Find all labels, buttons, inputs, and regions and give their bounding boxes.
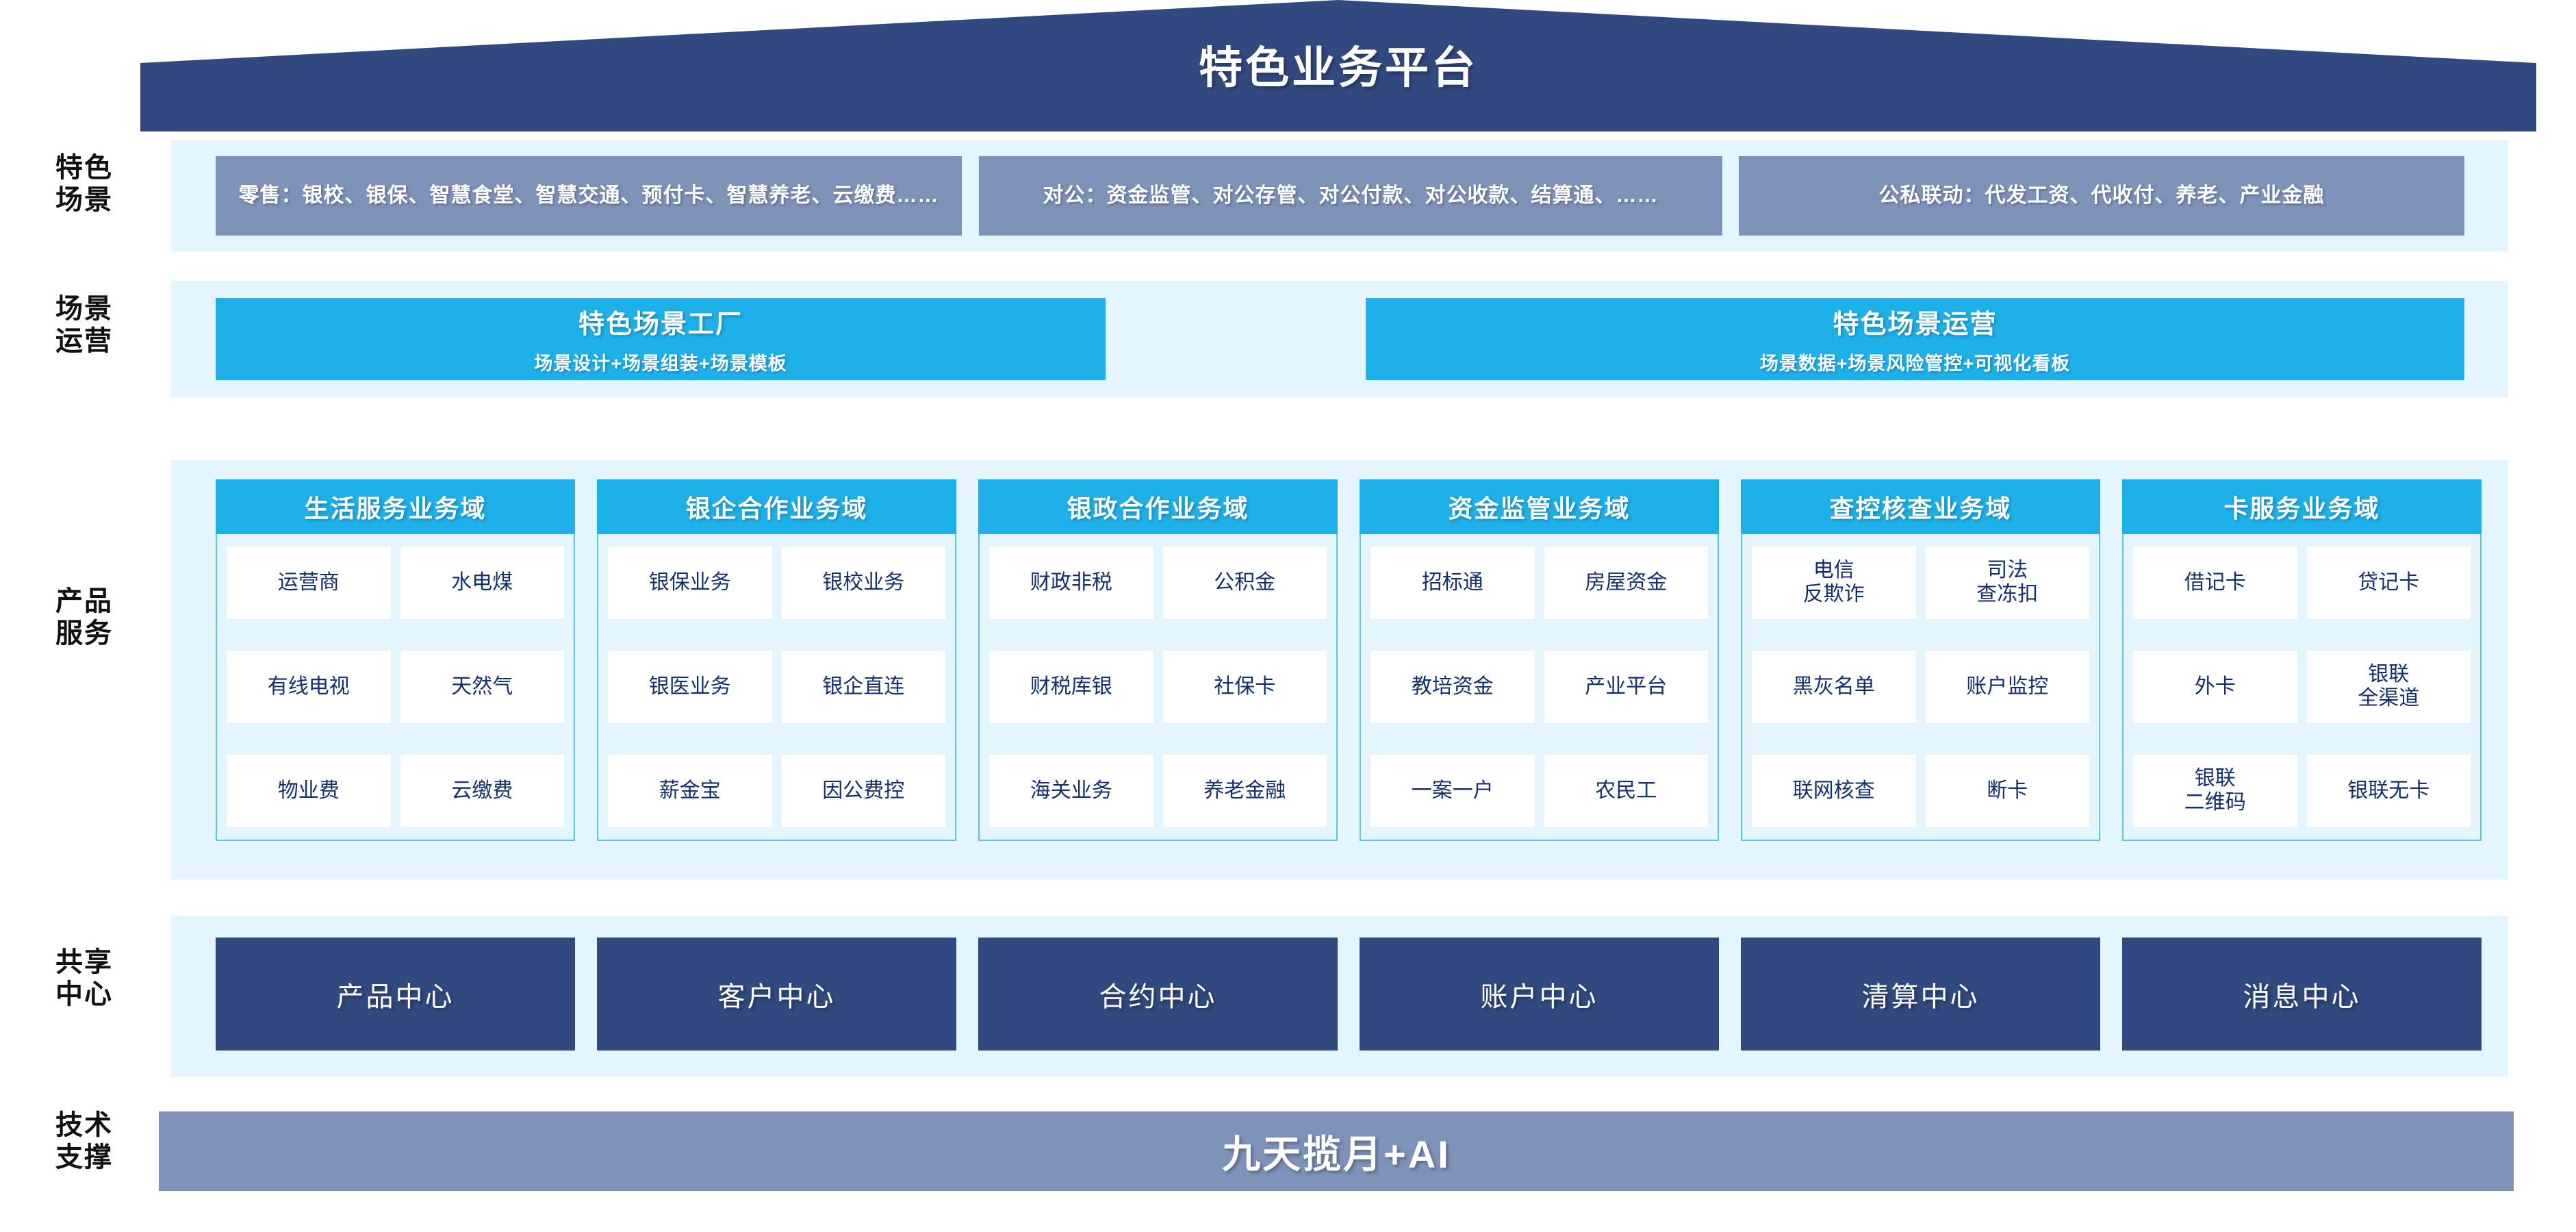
- product-row: 银医业务 银企直连: [608, 651, 945, 723]
- row-label-scenarios: 特色 场景: [55, 153, 113, 216]
- operation-title: 特色场景工厂: [578, 310, 743, 339]
- product-cell[interactable]: 薪金宝: [608, 755, 772, 827]
- product-row: 银保业务 银校业务: [608, 546, 945, 619]
- product-row: 一案一户 农民工: [1370, 755, 1708, 827]
- product-cell[interactable]: 财税库银: [989, 651, 1153, 723]
- scenario-box-corporate[interactable]: 对公：资金监管、对公存管、对公付款、对公收款、结算通、……: [979, 156, 1722, 236]
- product-column-body: 银保业务 银校业务 银医业务 银企直连 薪金宝 因公费控: [597, 534, 956, 841]
- product-row: 黑灰名单 账户监控: [1752, 651, 2089, 723]
- shared-center-account[interactable]: 账户中心: [1360, 938, 1719, 1051]
- product-column-investigation[interactable]: 查控核查业务域 电信 反欺诈 司法 查冻扣 黑灰名单 账户监控 联网核查 断卡: [1741, 479, 2100, 841]
- product-cell[interactable]: 贷记卡: [2306, 546, 2471, 619]
- shared-center-contract[interactable]: 合约中心: [978, 938, 1338, 1051]
- product-cell[interactable]: 银联 二维码: [2133, 755, 2297, 827]
- product-column-body: 招标通 房屋资金 教培资金 产业平台 一案一户 农民工: [1360, 534, 1719, 841]
- product-cell[interactable]: 有线电视: [227, 651, 391, 723]
- product-cell[interactable]: 账户监控: [1925, 651, 2089, 723]
- product-cell[interactable]: 银医业务: [608, 651, 772, 723]
- product-cell[interactable]: 养老金融: [1162, 755, 1327, 827]
- product-cell[interactable]: 物业费: [227, 755, 391, 827]
- product-column-bank-enterprise[interactable]: 银企合作业务域 银保业务 银校业务 银医业务 银企直连 薪金宝 因公费控: [597, 479, 956, 841]
- operation-subtitle: 场景设计+场景组装+场景模板: [534, 353, 787, 374]
- product-column-header: 生活服务业务域: [216, 479, 575, 534]
- product-cell[interactable]: 运营商: [227, 546, 391, 619]
- product-row: 电信 反欺诈 司法 查冻扣: [1752, 546, 2089, 619]
- product-cell[interactable]: 财政非税: [989, 546, 1153, 619]
- product-cell[interactable]: 农民工: [1544, 755, 1708, 827]
- operation-subtitle: 场景数据+场景风险管控+可视化看板: [1759, 353, 2071, 374]
- product-cell[interactable]: 银企直连: [781, 651, 945, 723]
- operation-box-scene-operations[interactable]: 特色场景运营 场景数据+场景风险管控+可视化看板: [1366, 298, 2464, 380]
- operation-box-scene-factory[interactable]: 特色场景工厂 场景设计+场景组装+场景模板: [216, 298, 1106, 380]
- product-column-header: 资金监管业务域: [1360, 479, 1719, 534]
- product-cell[interactable]: 产业平台: [1544, 651, 1708, 723]
- product-cell[interactable]: 联网核查: [1752, 755, 1916, 827]
- shared-center-customer[interactable]: 客户中心: [597, 938, 956, 1051]
- product-row: 教培资金 产业平台: [1370, 651, 1708, 723]
- shared-center-clearing[interactable]: 清算中心: [1741, 938, 2100, 1051]
- product-row: 物业费 云缴费: [227, 755, 564, 827]
- product-row: 外卡 银联 全渠道: [2133, 651, 2471, 723]
- row-label-tech-support: 技术 支撑: [55, 1110, 113, 1173]
- shared-center-message[interactable]: 消息中心: [2122, 938, 2482, 1051]
- product-row: 银联 二维码 银联无卡: [2133, 755, 2471, 827]
- tech-support-bar[interactable]: 九天揽月+AI: [159, 1111, 2514, 1191]
- platform-roof: 特色业务平台: [140, 0, 2536, 137]
- product-cell[interactable]: 教培资金: [1370, 651, 1535, 723]
- product-cell[interactable]: 银保业务: [608, 546, 772, 619]
- product-column-body: 财政非税 公积金 财税库银 社保卡 海关业务 养老金融: [978, 534, 1338, 841]
- product-cell[interactable]: 银联无卡: [2306, 755, 2471, 827]
- product-cell[interactable]: 公积金: [1162, 546, 1327, 619]
- product-row: 财政非税 公积金: [989, 546, 1327, 619]
- product-cell[interactable]: 借记卡: [2133, 546, 2297, 619]
- product-row: 借记卡 贷记卡: [2133, 546, 2471, 619]
- product-cell[interactable]: 房屋资金: [1544, 546, 1708, 619]
- product-cell[interactable]: 社保卡: [1162, 651, 1327, 723]
- product-row: 有线电视 天然气: [227, 651, 564, 723]
- product-column-bank-government[interactable]: 银政合作业务域 财政非税 公积金 财税库银 社保卡 海关业务 养老金融: [978, 479, 1338, 841]
- product-column-card-service[interactable]: 卡服务业务域 借记卡 贷记卡 外卡 银联 全渠道 银联 二维码 银联无卡: [2122, 479, 2482, 841]
- product-cell[interactable]: 外卡: [2133, 651, 2297, 723]
- product-column-header: 查控核查业务域: [1741, 479, 2100, 534]
- product-column-header: 银政合作业务域: [978, 479, 1338, 534]
- product-column-body: 电信 反欺诈 司法 查冻扣 黑灰名单 账户监控 联网核查 断卡: [1741, 534, 2100, 841]
- row-label-shared-centers: 共享 中心: [55, 947, 113, 1010]
- product-cell[interactable]: 云缴费: [400, 755, 564, 827]
- product-row: 财税库银 社保卡: [989, 651, 1327, 723]
- operation-title: 特色场景运营: [1833, 310, 1998, 339]
- product-row: 运营商 水电煤: [227, 546, 564, 619]
- product-row: 联网核查 断卡: [1752, 755, 2089, 827]
- product-cell[interactable]: 水电煤: [400, 546, 564, 619]
- product-cell[interactable]: 银校业务: [781, 546, 945, 619]
- product-cell[interactable]: 招标通: [1370, 546, 1535, 619]
- product-column-body: 运营商 水电煤 有线电视 天然气 物业费 云缴费: [216, 534, 575, 841]
- product-cell[interactable]: 司法 查冻扣: [1925, 546, 2089, 619]
- page-title: 特色业务平台: [1199, 43, 1478, 92]
- row-label-products: 产品 服务: [55, 586, 113, 649]
- product-cell[interactable]: 一案一户: [1370, 755, 1535, 827]
- shared-center-product[interactable]: 产品中心: [216, 938, 575, 1051]
- roof-shape: [140, 0, 2536, 131]
- product-cell[interactable]: 海关业务: [989, 755, 1153, 827]
- product-row: 薪金宝 因公费控: [608, 755, 945, 827]
- product-cell[interactable]: 天然气: [400, 651, 564, 723]
- scenario-box-public-private[interactable]: 公私联动：代发工资、代收付、养老、产业金融: [1739, 156, 2464, 236]
- product-column-header: 银企合作业务域: [597, 479, 956, 534]
- product-cell[interactable]: 电信 反欺诈: [1752, 546, 1916, 619]
- product-cell[interactable]: 断卡: [1925, 755, 2089, 827]
- product-row: 招标通 房屋资金: [1370, 546, 1708, 619]
- row-label-operations: 场景 运营: [55, 294, 113, 357]
- product-column-body: 借记卡 贷记卡 外卡 银联 全渠道 银联 二维码 银联无卡: [2122, 534, 2482, 841]
- product-column-fund-supervision[interactable]: 资金监管业务域 招标通 房屋资金 教培资金 产业平台 一案一户 农民工: [1360, 479, 1719, 841]
- product-cell[interactable]: 银联 全渠道: [2306, 651, 2471, 723]
- product-column-header: 卡服务业务域: [2122, 479, 2482, 534]
- product-row: 海关业务 养老金融: [989, 755, 1327, 827]
- product-cell[interactable]: 因公费控: [781, 755, 945, 827]
- scenario-box-retail[interactable]: 零售：银校、银保、智慧食堂、智慧交通、预付卡、智慧养老、云缴费……: [216, 156, 962, 236]
- product-cell[interactable]: 黑灰名单: [1752, 651, 1916, 723]
- product-column-life-service[interactable]: 生活服务业务域 运营商 水电煤 有线电视 天然气 物业费 云缴费: [216, 479, 575, 841]
